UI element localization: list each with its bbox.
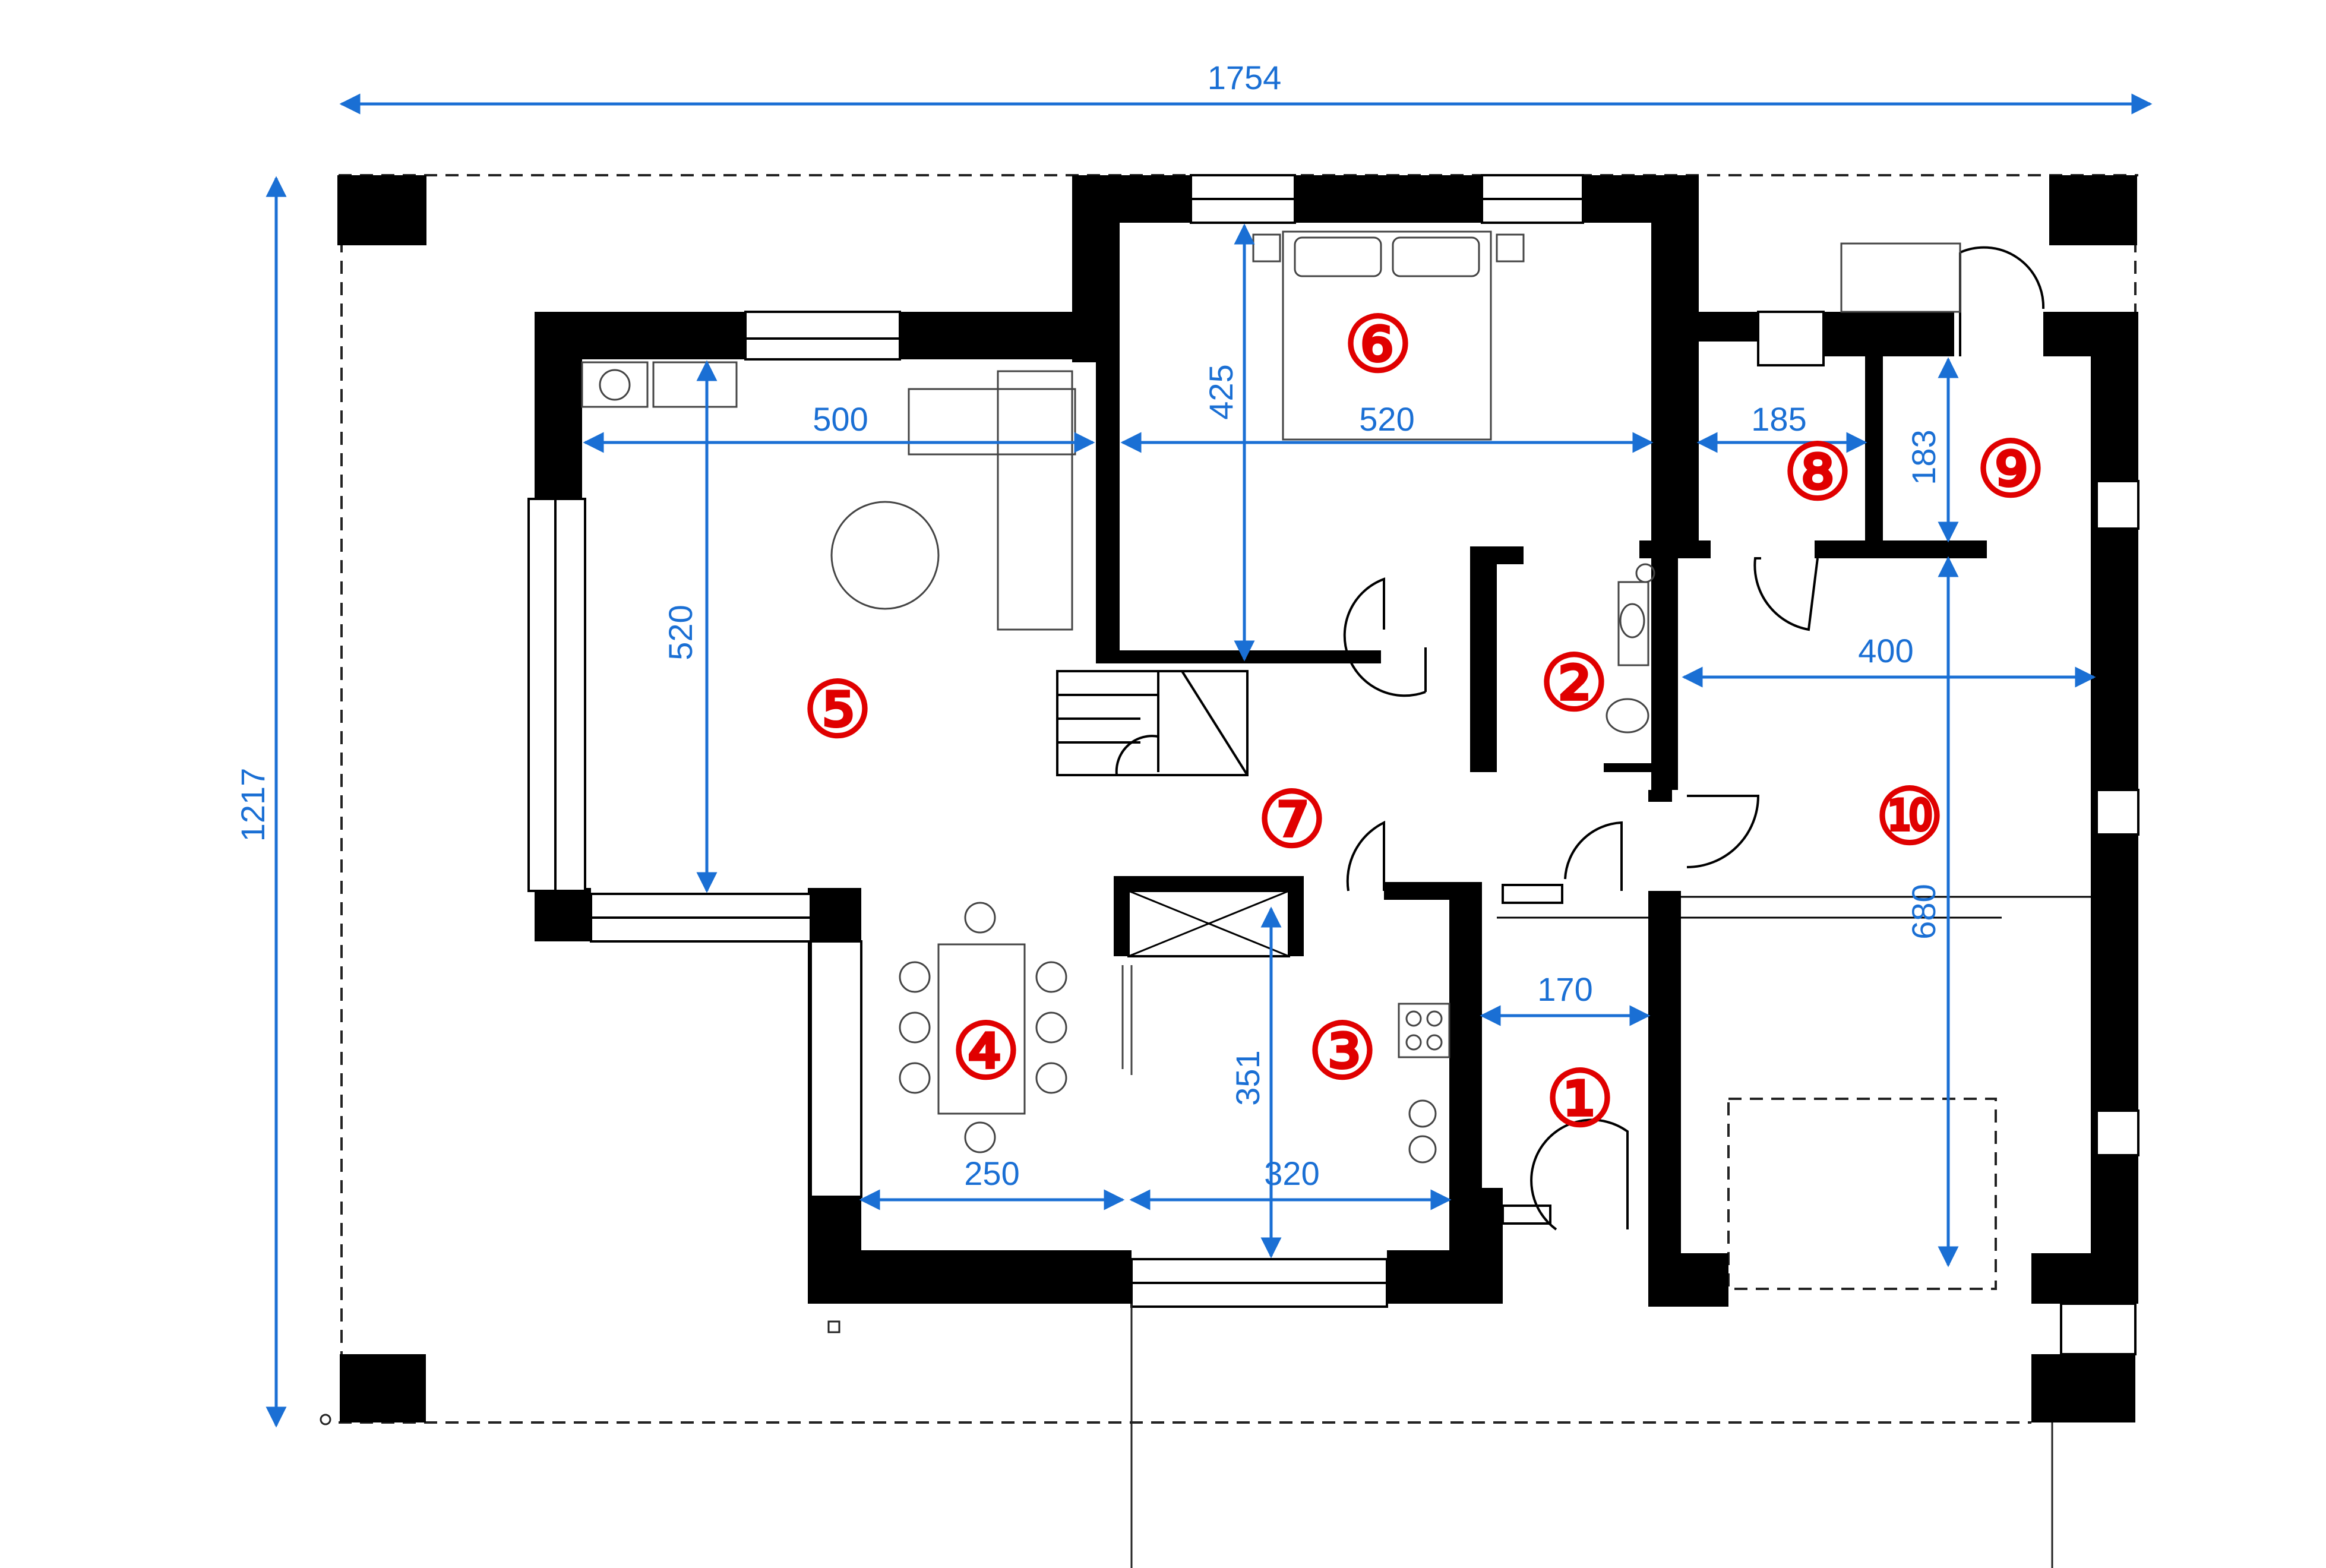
dim-dining-width: 250 [964, 1155, 1019, 1192]
dim-kitchen-width: 320 [1264, 1155, 1319, 1192]
room-label-3: ③ [1308, 1010, 1377, 1095]
room-labels: ① ② ③ ④ ⑤ ⑥ ⑦ ⑧ ⑨ ⑩ [803, 303, 2046, 1143]
corner-pillars [337, 175, 2137, 1422]
room-label-10: ⑩ [1875, 775, 1945, 861]
room-label-6: ⑥ [1344, 303, 1413, 388]
room-label-9: ⑨ [1976, 428, 2046, 513]
dim-room10-depth: 680 [1905, 884, 1942, 939]
room-label-8: ⑧ [1783, 431, 1853, 516]
room-label-1: ① [1546, 1057, 1615, 1143]
dimension-lines [266, 93, 2153, 1428]
dim-living-depth: 520 [662, 605, 699, 660]
dim-overall-height: 1217 [234, 768, 271, 842]
dim-room8-width: 185 [1751, 400, 1806, 438]
furniture [581, 230, 1961, 1164]
room-label-5: ⑤ [803, 668, 873, 754]
room-label-4: ④ [952, 1010, 1021, 1095]
room-label-7: ⑦ [1257, 778, 1327, 864]
dim-bedroom-width: 520 [1359, 400, 1414, 438]
extension-lines [320, 1304, 2053, 1568]
dim-room10-width: 400 [1858, 632, 1913, 669]
doors [1343, 246, 2097, 1231]
dimension-labels: 1754 1217 500 520 425 520 185 183 400 68… [234, 59, 1942, 1192]
dim-kitchen-depth: 351 [1229, 1050, 1266, 1105]
dim-living-width: 500 [813, 400, 868, 438]
dim-bedroom-depth: 425 [1202, 364, 1240, 419]
staircase [1056, 670, 1249, 776]
dim-overall-width: 1754 [1208, 59, 1282, 96]
windows [527, 174, 2139, 1355]
dim-room9-depth: 183 [1905, 429, 1942, 485]
room-label-2: ② [1540, 641, 1609, 727]
dim-hall-width: 170 [1537, 970, 1592, 1008]
